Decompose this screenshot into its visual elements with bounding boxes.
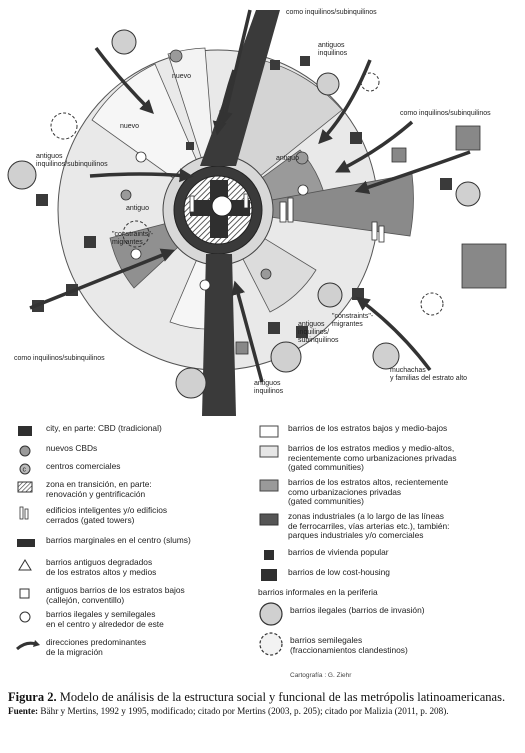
legend-label: nuevos CBDs — [46, 443, 98, 453]
label-antiguo-left: antiguo — [126, 205, 149, 212]
zona-transicion-icon — [16, 480, 40, 497]
legend-label: barrios ilegales y semilegales en el cen… — [46, 609, 164, 629]
legend-item-right-4: barrios de vivienda popular — [258, 547, 389, 565]
barrios-semilegales-circles — [50, 72, 444, 316]
label-antiguo-right: antiguo — [276, 155, 299, 162]
legend-label: barrios antiguos degradados de los estra… — [46, 557, 157, 577]
vivienda-popular-icon — [258, 548, 282, 565]
legend-label: direcciones predominantes de la migració… — [46, 637, 147, 657]
label-top: como inquilinos/subinquilinos — [286, 9, 377, 16]
migration-arrows — [29, 9, 471, 383]
legend-label: antiguos barrios de los estratos bajos (… — [46, 585, 185, 605]
legend-item-left-4: edificios inteligentes y/o edificios cer… — [16, 505, 168, 525]
estratos-medios-icon — [258, 444, 282, 461]
vivienda-popular-squares — [32, 56, 452, 338]
wedge-bottom — [202, 254, 236, 416]
barrios-ilegales-centro-icon — [16, 610, 40, 627]
gated-towers — [189, 193, 385, 243]
label-constraints-left: "constraints"-migrantes — [112, 231, 154, 246]
figure-caption: Figura 2. Modelo de análisis de la estru… — [8, 690, 518, 704]
estratos-altos-icon — [258, 478, 282, 495]
legend-item-left-7: antiguos barrios de los estratos bajos (… — [16, 585, 185, 605]
legend-item-left-9: direcciones predominantes de la migració… — [16, 637, 147, 657]
barrios-ilegales-circles — [7, 29, 481, 399]
legend-label: city, en parte: CBD (tradicional) — [46, 423, 162, 433]
credit: Cartografía : G. Ziehr — [290, 672, 352, 679]
centros-comerciales-markers — [130, 151, 309, 291]
legend-label: edificios inteligentes y/o edificios cer… — [46, 505, 168, 525]
figure-label: Figura 2. — [8, 690, 57, 704]
legend-item-right-8: barrios semilegales (fraccionamientos cl… — [258, 632, 408, 659]
legend-item-left-1: nuevos CBDs — [16, 443, 98, 461]
legend-label: zonas industriales (a lo largo de las lí… — [288, 511, 450, 541]
legend-label: barrios de vivienda popular — [288, 547, 389, 557]
nuevos-cbd-markers — [120, 49, 309, 280]
legend-item-right-0: barrios de los estratos bajos y medio-ba… — [258, 423, 448, 441]
legend-item-right-1: barrios de los estratos medios y medio-a… — [258, 443, 457, 473]
legend-item-left-2: c centros comerciales — [16, 461, 121, 479]
source-label: Fuente: — [8, 706, 39, 716]
estratos-bajos-icon — [258, 424, 282, 441]
legend-item-right-5: barrios de low cost-housing — [258, 567, 390, 585]
label-nuevo-left: nuevo — [120, 123, 139, 130]
legend-label: barrios semilegales (fraccionamientos cl… — [290, 635, 408, 655]
legend-item-left-6: barrios antiguos degradados de los estra… — [16, 557, 157, 577]
legend-label: barrios de low cost-housing — [288, 567, 390, 577]
label-constraints-right: "constraints"-migrantes — [332, 313, 374, 328]
source-line: Fuente: Bähr y Mertins, 1992 y 1995, mod… — [8, 706, 518, 717]
centros-comerciales-icon: c — [16, 462, 40, 479]
legend-label: barrios marginales en el centro (slums) — [46, 535, 191, 545]
low-cost-housing-squares — [235, 125, 507, 355]
legend: city, en parte: CBD (tradicional) nuevos … — [0, 418, 525, 668]
legend-item-left-5: barrios marginales en el centro (slums) — [16, 535, 191, 553]
low-cost-housing-icon — [258, 568, 282, 585]
barrios-ilegales-invasion-icon — [258, 602, 284, 629]
legend-label: barrios ilegales (barrios de invasión) — [290, 605, 425, 615]
svg-text:c: c — [23, 467, 27, 474]
legend-item-left-3: zona en transición, en parte: renovación… — [16, 479, 152, 499]
nuevos-cbd-icon — [16, 444, 40, 461]
barrios-marginales-icon — [16, 536, 40, 553]
edificios-inteligentes-icon — [16, 506, 40, 523]
legend-label: centros comerciales — [46, 461, 121, 471]
legend-item-right-7: barrios ilegales (barrios de invasión) — [258, 602, 425, 629]
migracion-arrow-icon — [16, 638, 40, 655]
cbd-center — [211, 195, 233, 217]
figure-text: Modelo de análisis de la estructura soci… — [56, 690, 506, 704]
legend-label: barrios de los estratos bajos y medio-ba… — [288, 423, 448, 433]
label-nuevo-top: nuevo — [172, 73, 191, 80]
label-right-top: como inquilinos/subinquilinos — [400, 110, 491, 117]
legend-item-right-2: barrios de los estratos altos, recientem… — [258, 477, 449, 507]
legend-label: barrios de los estratos medios y medio-a… — [288, 443, 457, 473]
city-cbd-icon — [16, 424, 40, 441]
legend-item-left-8: barrios ilegales y semilegales en el cen… — [16, 609, 164, 629]
antiguos-barrios-bajos-icon — [16, 586, 40, 603]
legend-label: barrios informales en la periferia — [258, 587, 378, 597]
caption: Figura 2. Modelo de análisis de la estru… — [8, 690, 518, 717]
legend-label: zona en transición, en parte: renovación… — [46, 479, 152, 499]
source-text: Bähr y Mertins, 1992 y 1995, modificado;… — [38, 706, 449, 716]
legend-label: barrios de los estratos altos, recientem… — [288, 477, 449, 507]
label-bottom-left: como inquilinos/subinquilinos — [14, 355, 105, 362]
legend-item-left-0: city, en parte: CBD (tradicional) — [16, 423, 162, 441]
zonas-industriales-icon — [258, 512, 282, 529]
barrios-semilegales-icon — [258, 632, 284, 659]
legend-item-right-3: zonas industriales (a lo largo de las lí… — [258, 511, 450, 541]
legend-item-right-6: barrios informales en la periferia — [258, 587, 378, 598]
barrios-degradados-icon — [16, 558, 40, 575]
